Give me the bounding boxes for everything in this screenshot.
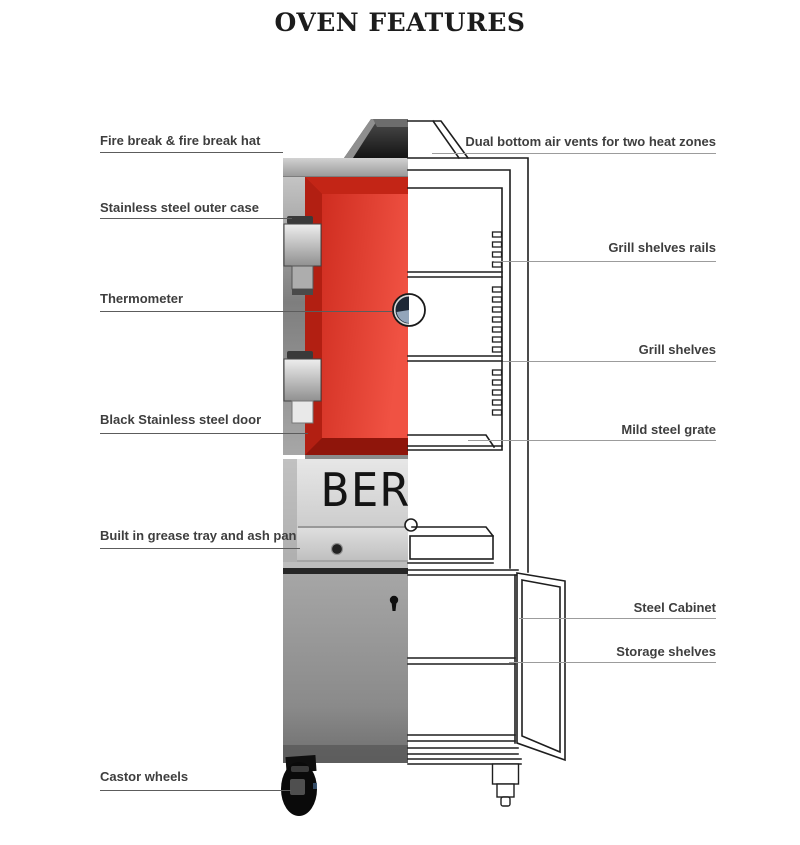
brand-text: BER — [321, 463, 410, 517]
drawing-fire-hat — [407, 119, 470, 160]
feature-label-steel-grate: Mild steel grate — [621, 422, 716, 437]
feature-label-castor-wheels: Castor wheels — [100, 769, 189, 784]
drawing-inner-case — [407, 169, 511, 569]
leader-line-air-vents — [432, 153, 716, 154]
feature-label-shelf-rails: Grill shelves rails — [608, 240, 716, 255]
grease-tray — [283, 526, 408, 568]
feature-label-outer-case: Stainless steel outer case — [100, 200, 259, 215]
oven-drawing-half — [404, 119, 566, 807]
leader-line-fire-break — [100, 152, 283, 153]
thermometer-dial — [392, 293, 426, 327]
feature-label-air-vents: Dual bottom air vents for two heat zones — [465, 134, 716, 149]
drawing-cabinet-open-door — [516, 572, 566, 762]
oven-photo-half: BER — [281, 119, 410, 816]
grill-shelf-rails — [491, 231, 503, 416]
drawing-leg — [491, 763, 520, 807]
leader-line-storage-shelves — [509, 662, 716, 663]
drawing-handle — [404, 518, 418, 532]
leader-line-grill-shelves — [503, 361, 716, 362]
drawing-chamber — [407, 187, 503, 450]
feature-label-thermometer: Thermometer — [100, 291, 184, 306]
oven-illustration: BER — [281, 119, 566, 816]
drawing-grill-shelves — [407, 271, 503, 362]
drawing-steel-grate — [407, 434, 503, 451]
leader-line-steel-cabinet — [519, 618, 716, 619]
feature-label-steel-cabinet: Steel Cabinet — [633, 600, 716, 615]
page-title: OVEN FEATURES — [274, 8, 526, 37]
body-cabinet-divider — [283, 568, 408, 574]
castor-wheel — [281, 754, 317, 816]
front-panel: BER — [283, 459, 410, 568]
keyhole-icon — [389, 595, 399, 611]
fire-break-hat — [344, 119, 408, 158]
feature-label-grill-shelves: Grill shelves — [638, 342, 716, 357]
leader-line-steel-grate — [468, 440, 716, 441]
leader-line-shelf-rails — [494, 261, 716, 262]
feature-label-steel-door: Black Stainless steel door — [100, 412, 262, 427]
leader-line-steel-door — [100, 433, 308, 434]
leader-line-grease-tray — [100, 548, 300, 549]
door-hinges — [283, 216, 322, 424]
feature-label-fire-break: Fire break & fire break hat — [100, 133, 261, 148]
leader-line-outer-case — [100, 218, 292, 219]
feature-label-grease-tray: Built in grease tray and ash pan — [100, 528, 297, 543]
drawing-grease-tray — [407, 526, 495, 564]
drawing-cabinet — [407, 569, 522, 765]
steel-cabinet-door — [283, 574, 408, 763]
drawing-outer-case — [407, 157, 529, 573]
leader-line-castor-wheels — [100, 790, 291, 791]
leader-line-thermometer — [100, 311, 392, 312]
oven-door — [305, 177, 408, 459]
feature-label-storage-shelves: Storage shelves — [616, 644, 716, 659]
